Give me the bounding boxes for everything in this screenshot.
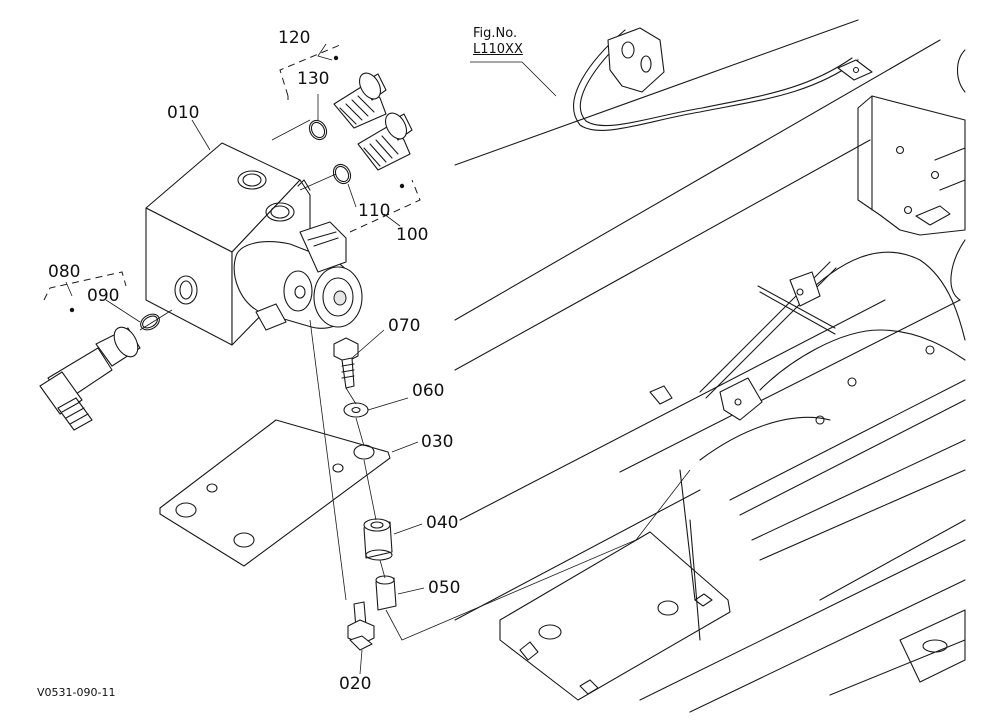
washer-060-part: [343, 402, 369, 418]
bolt-020-part: [347, 601, 375, 651]
tractor-frame-assembly: [454, 19, 966, 713]
callout-020: 020: [339, 674, 372, 694]
callout-090: 090: [87, 286, 120, 306]
oring-130-part: [308, 119, 328, 141]
bracket-plate-030-part: [159, 419, 391, 567]
callout-010: 010: [167, 103, 200, 123]
bolt-070-part: [333, 337, 359, 389]
fig-ref: Fig.No. L110XX: [473, 26, 523, 59]
callout-040: 040: [426, 513, 459, 533]
bushing-040-part: [363, 518, 393, 561]
callout-060: 060: [412, 381, 445, 401]
adaptor-120-part: [333, 72, 387, 129]
elbow-adaptor-080-part: [39, 326, 141, 431]
callout-120: 120: [278, 28, 311, 48]
callout-110: 110: [358, 201, 391, 221]
collar-050-part: [375, 575, 397, 611]
alignment-lines: [139, 119, 691, 641]
callout-080: 080: [48, 262, 81, 282]
adaptor-100-part: [357, 112, 413, 171]
callout-130: 130: [297, 69, 330, 89]
fig-ref-number: L110XX: [473, 42, 523, 58]
oring-090-part: [140, 313, 160, 331]
solenoid-part: [233, 221, 363, 331]
callout-070: 070: [388, 316, 421, 336]
callout-030: 030: [421, 432, 454, 452]
callout-leaders: [65, 43, 425, 675]
callout-100: 100: [396, 225, 429, 245]
oring-110-part: [332, 163, 352, 185]
fig-ref-leader: [470, 61, 557, 97]
fig-ref-caption: Fig.No.: [473, 26, 518, 41]
callout-050: 050: [428, 578, 461, 598]
drawing-code: V0531-090-11: [37, 686, 116, 699]
group-brackets: [43, 44, 421, 313]
